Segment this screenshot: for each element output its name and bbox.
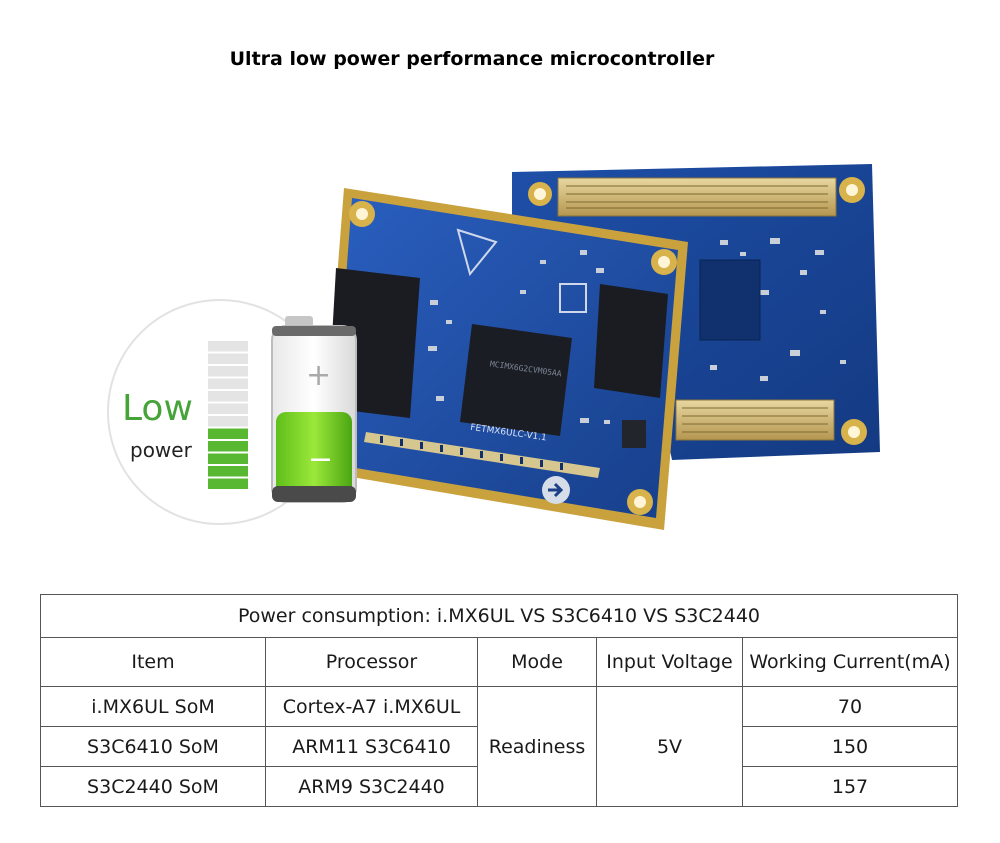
- power-label: power: [130, 438, 192, 462]
- table-caption: Power consumption: i.MX6UL VS S3C6410 VS…: [40, 594, 958, 638]
- header-working-current: Working Current(mA): [742, 637, 958, 687]
- level-bar: [208, 391, 248, 402]
- minus-sign: −: [308, 442, 334, 477]
- battery-icon: [271, 316, 357, 503]
- level-bar: [208, 441, 248, 452]
- level-bar: [208, 403, 248, 414]
- front-board: MCIMX6G2CVM05AA FETMX6ULC-V1.1: [322, 188, 688, 530]
- level-bar: [208, 453, 248, 464]
- level-bar: [208, 341, 248, 352]
- table-row: S3C6410 SoM ARM11 S3C6410 150: [40, 726, 958, 767]
- low-power-badge: [107, 299, 357, 525]
- cell-input-voltage: 5V: [596, 686, 743, 807]
- cell-processor: ARM9 S3C2440: [265, 766, 478, 807]
- header-item: Item: [40, 637, 266, 687]
- cell-mode: Readiness: [477, 686, 597, 807]
- cell-processor: Cortex-A7 i.MX6UL: [265, 686, 478, 727]
- cell-working-current: 157: [742, 766, 958, 807]
- level-bar: [208, 478, 248, 489]
- level-bar: [208, 366, 248, 377]
- cell-item: S3C2440 SoM: [40, 766, 266, 807]
- cell-working-current: 150: [742, 726, 958, 767]
- power-consumption-table: Power consumption: i.MX6UL VS S3C6410 VS…: [40, 594, 958, 807]
- level-bar: [208, 428, 248, 439]
- board-image: MCIMX6G2CVM05AA FETMX6ULC-V1.1: [107, 164, 880, 530]
- cell-processor: ARM11 S3C6410: [265, 726, 478, 767]
- cell-item: S3C6410 SoM: [40, 726, 266, 767]
- low-label: Low: [122, 388, 193, 429]
- header-processor: Processor: [265, 637, 478, 687]
- table-row: i.MX6UL SoM Cortex-A7 i.MX6UL Readiness …: [40, 686, 958, 807]
- level-bar: [208, 353, 248, 364]
- plus-sign: +: [306, 358, 332, 393]
- product-illustration: MCIMX6G2CVM05AA FETMX6ULC-V1.1: [0, 150, 1000, 550]
- level-bars: [208, 341, 248, 489]
- level-bar: [208, 466, 248, 477]
- table-row: S3C2440 SoM ARM9 S3C2440 157: [40, 766, 958, 807]
- level-bar: [208, 416, 248, 427]
- header-mode: Mode: [477, 637, 597, 687]
- cell-working-current: 70: [742, 686, 958, 727]
- level-bar: [208, 378, 248, 389]
- page-title: Ultra low power performance microcontrol…: [229, 48, 715, 70]
- header-input-voltage: Input Voltage: [596, 637, 743, 687]
- cell-item: i.MX6UL SoM: [40, 686, 266, 727]
